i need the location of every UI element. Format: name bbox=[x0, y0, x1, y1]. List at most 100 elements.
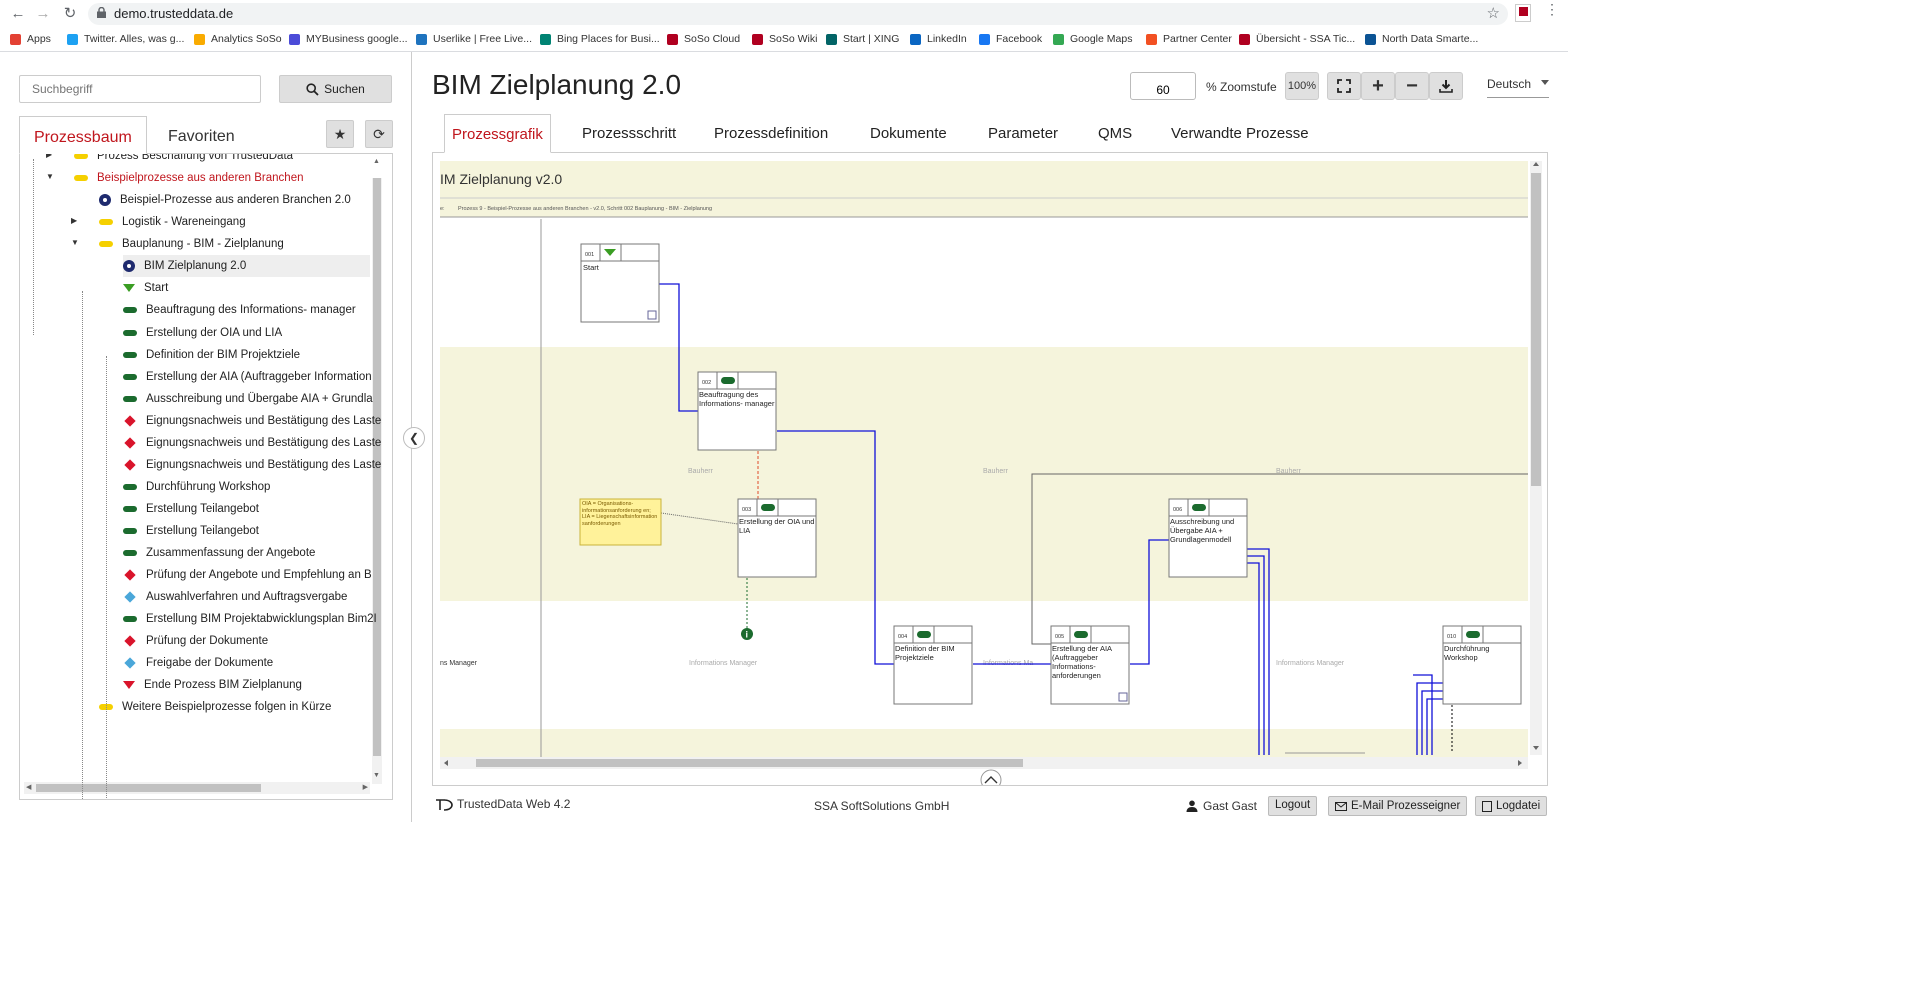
tree-item[interactable]: Eignungsnachweis und Bestätigung des Las… bbox=[123, 410, 381, 432]
tree-vertical-scrollbar[interactable]: ▲ ▼ bbox=[372, 158, 382, 784]
process-node-006[interactable]: 006 Ausschreibung und Übergabe AIA + Gru… bbox=[1168, 498, 1248, 578]
scroll-left-icon[interactable]: ◀ bbox=[26, 784, 32, 791]
tree-item[interactable]: Erstellung BIM Projektabwicklungsplan Bi… bbox=[123, 608, 377, 630]
collapse-sidebar-button[interactable]: ❮ bbox=[403, 427, 425, 449]
fit-screen-button[interactable] bbox=[1327, 72, 1361, 100]
scroll-right-icon[interactable] bbox=[1518, 760, 1522, 766]
extension-icon[interactable] bbox=[1515, 4, 1531, 22]
tree-item[interactable]: Prüfung der Angebote und Empfehlung an B bbox=[123, 564, 372, 586]
tree-item[interactable]: Freigabe der Dokumente bbox=[123, 652, 273, 674]
bookmark-item[interactable]: MYBusiness google... bbox=[289, 33, 408, 45]
process-node-004[interactable]: 004 Definition der BIM Projektziele bbox=[893, 625, 973, 705]
tree-item[interactable]: Start bbox=[123, 277, 168, 299]
tab-prozessdefinition[interactable]: Prozessdefinition bbox=[714, 125, 829, 142]
tree-item[interactable]: Prozess Beschaffung von TrustedData bbox=[74, 154, 293, 167]
chevron-right-icon[interactable]: ▶ bbox=[71, 216, 78, 226]
bookmark-item[interactable]: SoSo Cloud bbox=[667, 33, 740, 45]
tree-item[interactable]: Ausschreibung und Übergabe AIA + Grundla bbox=[123, 388, 373, 410]
bookmark-item[interactable]: Partner Center bbox=[1146, 33, 1232, 45]
bookmark-item[interactable]: Analytics SoSo bbox=[194, 33, 282, 45]
bookmark-item[interactable]: Bing Places for Busi... bbox=[540, 33, 660, 45]
tree-item[interactable]: Ende Prozess BIM Zielplanung bbox=[123, 674, 302, 696]
forward-icon[interactable]: → bbox=[35, 5, 51, 22]
tab-prozessbaum[interactable]: Prozessbaum bbox=[19, 116, 147, 154]
bookmark-item[interactable]: Userlike | Free Live... bbox=[416, 33, 532, 45]
favorite-star-button[interactable]: ★ bbox=[326, 120, 354, 148]
email-owner-button[interactable]: E-Mail Prozesseigner bbox=[1328, 796, 1468, 816]
back-icon[interactable]: ← bbox=[10, 5, 26, 22]
search-button[interactable]: Suchen bbox=[279, 75, 392, 103]
download-button[interactable] bbox=[1429, 72, 1463, 100]
tab-qms[interactable]: QMS bbox=[1098, 125, 1133, 142]
tab-verwandte-prozesse[interactable]: Verwandte Prozesse bbox=[1171, 125, 1309, 142]
document-icon[interactable] bbox=[1118, 692, 1128, 702]
tree-item[interactable]: Prüfung der Dokumente bbox=[123, 630, 268, 652]
tree-item[interactable]: Erstellung Teilangebot bbox=[123, 520, 259, 542]
logfile-button[interactable]: Logdatei bbox=[1475, 796, 1548, 816]
process-node-005[interactable]: 005 Erstellung der AIA (Auftraggeber Inf… bbox=[1050, 625, 1130, 705]
logout-button[interactable]: Logout bbox=[1268, 796, 1318, 816]
process-node-001[interactable]: 001 Start bbox=[580, 243, 660, 323]
tree-item[interactable]: Durchführung Workshop bbox=[123, 476, 270, 498]
bookmark-item[interactable]: Start | XING bbox=[826, 33, 899, 45]
process-node-002[interactable]: 002 Beauftragung des Informations- manag… bbox=[697, 371, 777, 451]
tab-prozessschritt[interactable]: Prozessschritt bbox=[582, 125, 677, 142]
tree-item[interactable]: Logistik - Wareneingang bbox=[99, 211, 246, 233]
diagram-vertical-scroll-thumb[interactable] bbox=[1531, 173, 1541, 486]
tree-item[interactable]: Beauftragung des Informations- manager bbox=[123, 299, 356, 321]
chevron-right-icon[interactable]: ▶ bbox=[46, 154, 53, 160]
process-node-003[interactable]: 003 Erstellung der OIA und LIA bbox=[737, 498, 817, 578]
address-bar[interactable]: demo.trusteddata.de ☆ bbox=[88, 3, 1508, 25]
tab-parameter[interactable]: Parameter bbox=[988, 125, 1059, 142]
tree-item[interactable]: Auswahlverfahren und Auftragsvergabe bbox=[123, 586, 347, 608]
tree-item[interactable]: Zusammenfassung der Angebote bbox=[123, 542, 315, 564]
tree-vertical-scroll-thumb[interactable] bbox=[373, 178, 381, 756]
bookmark-item[interactable]: LinkedIn bbox=[910, 33, 967, 45]
tab-favoriten[interactable]: Favoriten bbox=[168, 128, 235, 145]
tree-item[interactable]: Eignungsnachweis und Bestätigung des Las… bbox=[123, 432, 381, 454]
tab-dokumente[interactable]: Dokumente bbox=[870, 125, 947, 142]
annotation-note[interactable] bbox=[579, 498, 662, 546]
tree-item[interactable]: Beispiel-Prozesse aus anderen Branchen 2… bbox=[99, 189, 351, 211]
scroll-left-icon[interactable] bbox=[444, 760, 448, 766]
document-icon[interactable] bbox=[647, 310, 657, 320]
tree-item[interactable]: Eignungsnachweis und Bestätigung des Las… bbox=[123, 454, 381, 476]
chevron-down-icon[interactable]: ▼ bbox=[46, 172, 54, 182]
zoom-out-button[interactable]: − bbox=[1395, 72, 1429, 100]
tree-item[interactable]: Weitere Beispielprozesse folgen in Kürze bbox=[99, 696, 331, 718]
process-node-010[interactable]: 010 Durchführung Workshop bbox=[1442, 625, 1522, 705]
scroll-right-icon[interactable]: ▶ bbox=[362, 784, 368, 791]
tree-horizontal-scroll-thumb[interactable] bbox=[36, 784, 261, 792]
tree-horizontal-scrollbar[interactable]: ◀ ▶ bbox=[24, 782, 370, 794]
bookmark-item[interactable]: Apps bbox=[10, 33, 51, 45]
tree-item[interactable]: Bauplanung - BIM - Zielplanung bbox=[99, 233, 284, 255]
search-input[interactable] bbox=[19, 75, 261, 103]
tree-item[interactable]: BIM Zielplanung 2.0 bbox=[123, 255, 370, 278]
bookmark-item[interactable]: Twitter. Alles, was g... bbox=[67, 33, 184, 45]
info-icon[interactable] bbox=[741, 628, 753, 640]
refresh-tree-button[interactable]: ⟳ bbox=[365, 120, 393, 148]
scroll-up-icon[interactable] bbox=[1533, 162, 1539, 166]
diagram-horizontal-scroll-thumb[interactable] bbox=[476, 759, 1023, 767]
bookmark-star-icon[interactable]: ☆ bbox=[1486, 5, 1500, 22]
scroll-down-icon[interactable] bbox=[1533, 746, 1539, 750]
language-select[interactable]: Deutsch bbox=[1487, 77, 1549, 98]
tree-item[interactable]: Erstellung Teilangebot bbox=[123, 498, 259, 520]
scroll-up-icon[interactable]: ▲ bbox=[373, 158, 380, 165]
tab-prozessgrafik[interactable]: Prozessgrafik bbox=[444, 114, 551, 153]
bookmark-item[interactable]: North Data Smarte... bbox=[1365, 33, 1478, 45]
tree-item[interactable]: Erstellung der AIA (Auftraggeber Informa… bbox=[123, 366, 372, 388]
chevron-down-icon[interactable]: ▼ bbox=[71, 238, 79, 248]
tree-item[interactable]: Beispielprozesse aus anderen Branchen bbox=[74, 167, 304, 189]
zoom-input[interactable] bbox=[1130, 72, 1196, 100]
reload-icon[interactable]: ↻ bbox=[63, 5, 77, 22]
bookmark-item[interactable]: Übersicht - SSA Tic... bbox=[1239, 33, 1355, 45]
process-diagram[interactable]: IM Zielplanung v2.0 e: Prozess 9 - Beisp… bbox=[433, 153, 1547, 785]
tree-item[interactable]: Definition der BIM Projektziele bbox=[123, 344, 300, 366]
bookmark-item[interactable]: Facebook bbox=[979, 33, 1042, 45]
zoom-reset-button[interactable]: 100% bbox=[1285, 72, 1319, 100]
browser-menu-icon[interactable]: ⋮ bbox=[1545, 1, 1559, 17]
zoom-in-button[interactable]: + bbox=[1361, 72, 1395, 100]
tree-item[interactable]: Erstellung der OIA und LIA bbox=[123, 322, 282, 344]
bookmark-item[interactable]: Google Maps bbox=[1053, 33, 1132, 45]
